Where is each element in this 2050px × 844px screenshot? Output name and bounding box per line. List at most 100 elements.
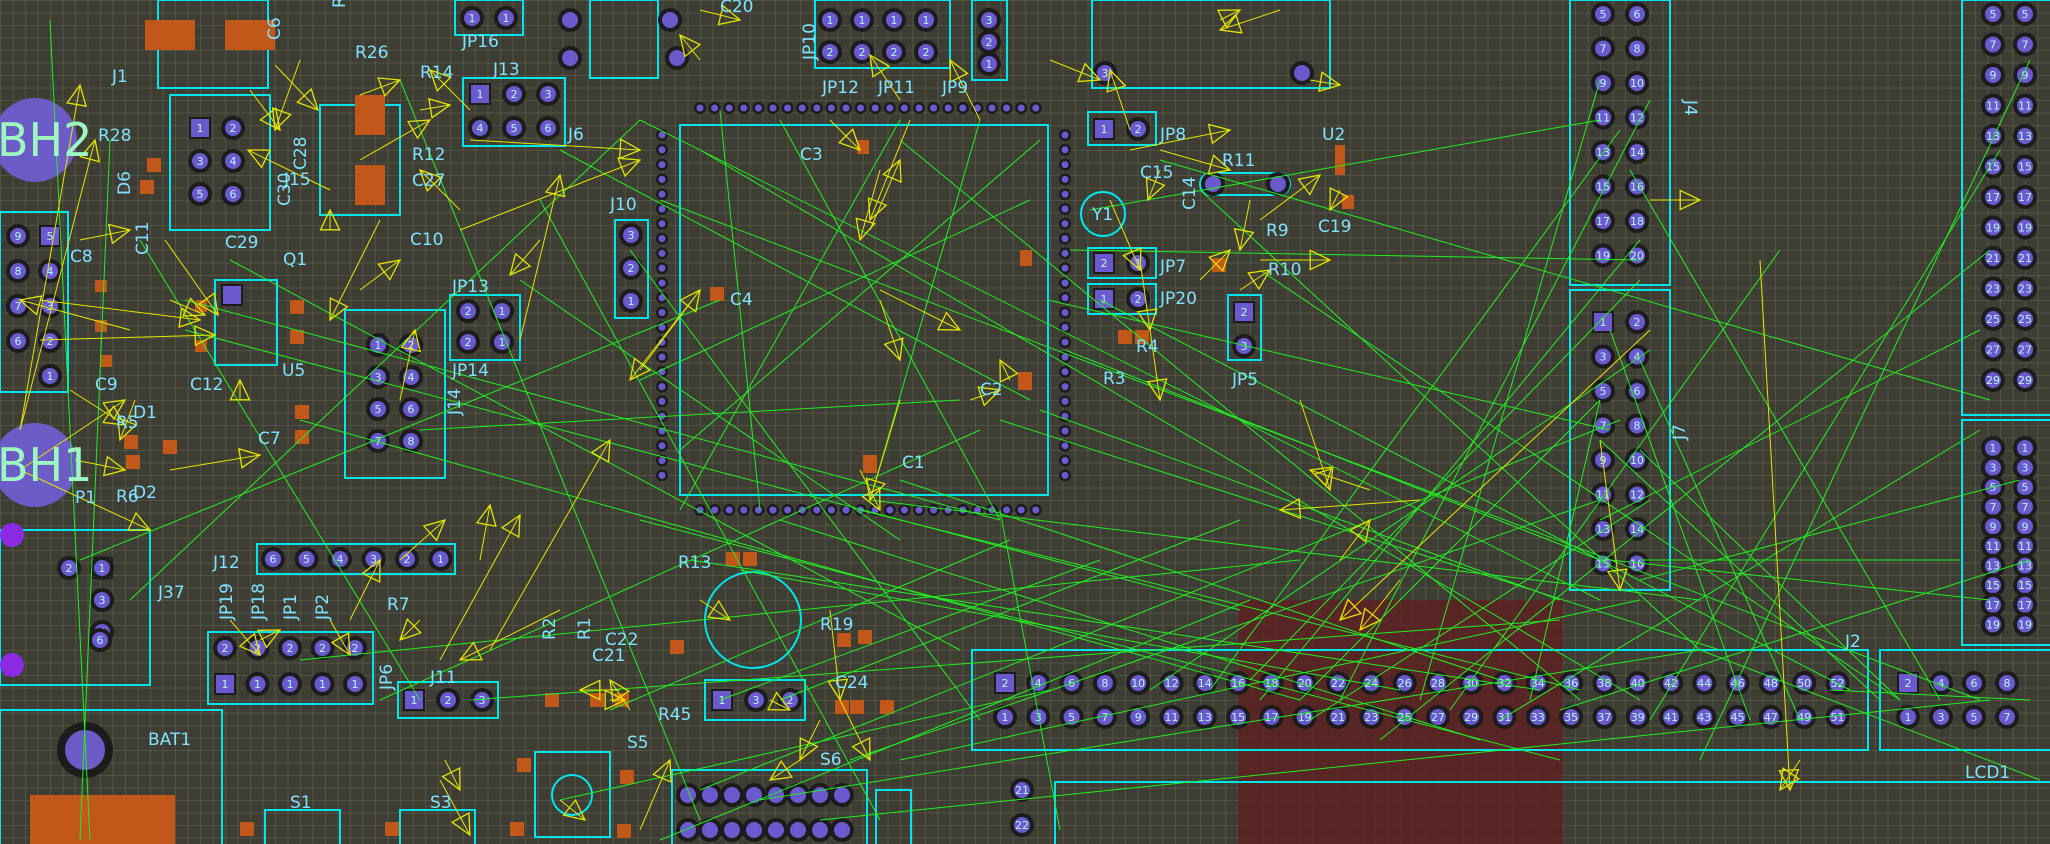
jp-pin[interactable]: 1 <box>850 8 874 32</box>
mcu-pin[interactable] <box>827 506 835 514</box>
j2-pin[interactable]: 41 <box>1659 705 1683 729</box>
smd-pad[interactable] <box>100 355 112 367</box>
mcu-pin[interactable] <box>1061 146 1069 154</box>
battery-pad[interactable] <box>30 795 175 844</box>
smd-pad[interactable] <box>147 158 161 172</box>
top-part-outline[interactable] <box>589 0 659 79</box>
mcu-pin[interactable] <box>1061 235 1069 243</box>
j2-pin[interactable]: 13 <box>1192 705 1217 729</box>
mcu-pin[interactable] <box>813 506 821 514</box>
j2-pin[interactable]: 43 <box>1692 705 1717 729</box>
mcu-pin[interactable] <box>1061 309 1069 317</box>
j12-pin[interactable]: 5 <box>294 547 319 571</box>
header-pin[interactable]: 21 <box>2013 246 2037 270</box>
mcu-pin[interactable] <box>658 383 666 391</box>
pin[interactable]: 21 <box>1010 778 1034 802</box>
j12-pin[interactable]: 4 <box>328 547 352 571</box>
header-pin[interactable]: 19 <box>1981 612 2005 637</box>
via[interactable] <box>0 653 24 677</box>
jp14-pin[interactable]: 1 <box>490 330 514 354</box>
mcu-outline[interactable] <box>679 124 1049 496</box>
smd-pad[interactable] <box>517 758 531 772</box>
j2-pin[interactable]: 49 <box>1792 705 1817 729</box>
j2-pin[interactable]: 44 <box>1692 671 1717 695</box>
mcu-pin[interactable] <box>658 309 666 317</box>
mcu-pin[interactable] <box>658 249 666 257</box>
j2-pin[interactable]: 23 <box>1359 705 1384 729</box>
mcu-pin[interactable] <box>1032 506 1040 514</box>
smd-pad[interactable] <box>590 693 604 707</box>
j2-pin[interactable]: 51 <box>1825 705 1850 729</box>
header-pin[interactable]: 6 <box>6 329 30 353</box>
mcu-pin[interactable] <box>658 442 666 450</box>
jp20-pin[interactable]: 2 <box>1126 287 1150 311</box>
j15-outline[interactable] <box>169 94 271 231</box>
header-pin[interactable]: 21 <box>1981 246 2005 270</box>
mcu-pin[interactable] <box>1061 383 1069 391</box>
jp20-outline[interactable] <box>1087 283 1157 315</box>
j7-pin[interactable]: 2 <box>1625 310 1649 334</box>
smd-pad[interactable] <box>355 95 385 135</box>
mcu-pin[interactable] <box>658 161 666 169</box>
mcu-pin[interactable] <box>1017 104 1025 112</box>
header-pin[interactable]: 2 <box>38 329 62 353</box>
mcu-pin[interactable] <box>1061 279 1069 287</box>
header-pin[interactable]: 17 <box>1981 185 2005 209</box>
r45-pin[interactable]: 1 <box>711 689 733 711</box>
j2-pin[interactable]: 15 <box>1226 705 1251 729</box>
mcu-pin[interactable] <box>973 506 981 514</box>
mcu-pin[interactable] <box>1061 175 1069 183</box>
mcu-pin[interactable] <box>871 104 879 112</box>
smd-pad[interactable] <box>140 180 154 194</box>
smd-pad[interactable] <box>1020 250 1032 266</box>
jp-pin[interactable]: 1 <box>882 8 906 32</box>
smd-pad[interactable] <box>385 822 399 836</box>
mcu-pin[interactable] <box>813 104 821 112</box>
mcu-pin[interactable] <box>915 104 923 112</box>
j2-pin[interactable]: 27 <box>1425 705 1450 729</box>
mcu-pin[interactable] <box>1061 131 1069 139</box>
smd-pad[interactable] <box>726 552 740 566</box>
r45-outline[interactable] <box>704 679 806 721</box>
j7-pin[interactable]: 8 <box>1625 413 1649 438</box>
j2-pin[interactable]: 21 <box>1326 705 1350 729</box>
j12-outline[interactable] <box>256 543 456 575</box>
via[interactable] <box>658 8 682 32</box>
header-pin[interactable]: 19 <box>2013 612 2037 637</box>
j4-pin[interactable]: 16 <box>1625 174 1649 199</box>
j2-pin[interactable]: 47 <box>1758 705 1783 729</box>
header-pin[interactable]: 9 <box>1981 63 2005 87</box>
mcu-pin[interactable] <box>900 506 908 514</box>
jp8-pin[interactable]: 2 <box>1126 117 1150 141</box>
j7-pin[interactable]: 3 <box>1591 344 1615 369</box>
smd-pad[interactable] <box>163 440 177 454</box>
mcu-pin[interactable] <box>658 175 666 183</box>
mcu-pin[interactable] <box>658 457 666 465</box>
mcu-pin[interactable] <box>1061 397 1069 405</box>
mcu-pin[interactable] <box>1061 427 1069 435</box>
header-pin[interactable]: 13 <box>1981 553 2005 578</box>
j4-pin[interactable]: 15 <box>1591 174 1615 199</box>
lcd-pin[interactable]: 8 <box>1995 671 2019 695</box>
header-pin[interactable]: 1 <box>2013 436 2037 460</box>
c22-outline[interactable] <box>704 571 802 669</box>
s6-pin[interactable] <box>698 783 722 807</box>
mcu-pin[interactable] <box>1061 353 1069 361</box>
jp-pin[interactable]: 1 <box>914 8 938 32</box>
mcu-pin[interactable] <box>1061 338 1069 346</box>
j10-pin[interactable]: 3 <box>619 223 643 247</box>
jp-pin[interactable]: 1 <box>278 672 302 696</box>
s5-outline[interactable] <box>534 751 611 838</box>
jp9-outline[interactable] <box>971 0 1008 81</box>
mcu-pin[interactable] <box>973 104 981 112</box>
j2-pin[interactable]: 3 <box>1026 705 1051 729</box>
jp9-pin[interactable]: 1 <box>977 52 1001 76</box>
j2-pin[interactable]: 35 <box>1559 705 1584 729</box>
header-pin[interactable]: 29 <box>1981 368 2005 392</box>
mcu-pin[interactable] <box>769 506 777 514</box>
j2-pin[interactable]: 11 <box>1159 705 1184 729</box>
jp7-pin[interactable]: 2 <box>1093 252 1115 274</box>
lcd-pin[interactable]: 2 <box>1897 672 1919 694</box>
j14-outline[interactable] <box>344 309 446 479</box>
